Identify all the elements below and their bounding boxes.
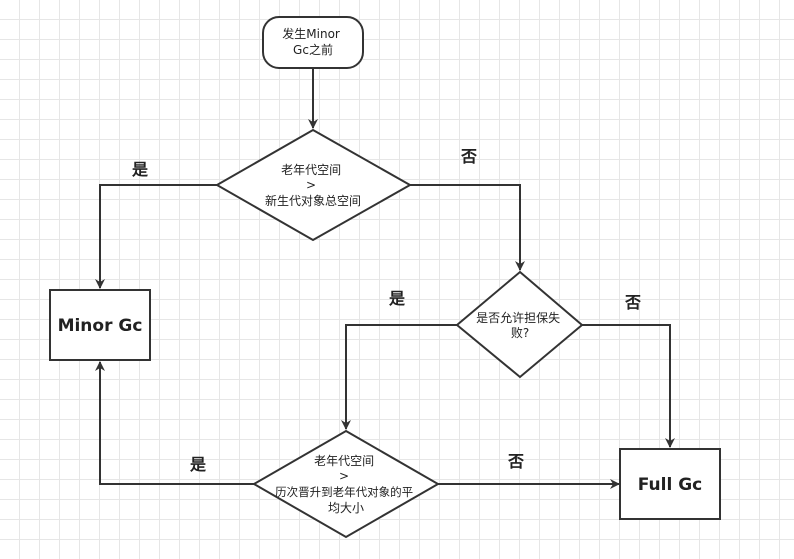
start-line-2: Gc之前 bbox=[293, 42, 333, 57]
start-line-1: 发生Minor bbox=[282, 26, 340, 41]
edge-decision1-yes-to-minor-gc bbox=[95, 184, 217, 289]
decision2-line-2: 败? bbox=[511, 325, 529, 340]
decision-3: 老年代空间 > 历次晋升到老年代对象的平 均大小 bbox=[251, 429, 441, 539]
svg-text:老年代空间 > 历次晋升到老年代对象: 老年代空间 > 历次晋升到老年代对象的平 均大小 bbox=[275, 454, 417, 515]
decision3-line-2: > bbox=[339, 469, 349, 483]
edge-label-d3-no: 否 bbox=[507, 452, 524, 471]
edge-label-d1-no: 否 bbox=[460, 147, 477, 166]
minor-gc-box: Minor Gc bbox=[49, 289, 151, 361]
decision2-line-1: 是否允许担保失 bbox=[476, 310, 560, 325]
edge-decision2-no-to-full-gc bbox=[582, 324, 675, 448]
edge-label-d2-yes: 是 bbox=[388, 289, 405, 308]
edge-label-d1-yes: 是 bbox=[131, 160, 148, 179]
edge-label-d3-yes: 是 bbox=[189, 455, 206, 474]
full-gc-box: Full Gc bbox=[619, 448, 721, 520]
decision1-line-1: 老年代空间 bbox=[281, 163, 341, 177]
decision3-line-3: 历次晋升到老年代对象的平 bbox=[275, 485, 413, 499]
decision3-line-4: 均大小 bbox=[328, 501, 364, 515]
full-gc-label: Full Gc bbox=[638, 475, 702, 495]
svg-text:老年代空间 > 新生代对象总空间: 老年代空间 > 新生代对象总空间 bbox=[265, 163, 361, 208]
edge-decision3-yes-to-minor-gc bbox=[95, 361, 254, 485]
minor-gc-label: Minor Gc bbox=[58, 316, 143, 336]
start-node: 发生Minor Gc之前 bbox=[262, 16, 364, 69]
decision-1: 老年代空间 > 新生代对象总空间 bbox=[214, 128, 413, 242]
edge-decision2-yes-to-decision3 bbox=[341, 324, 457, 430]
decision3-line-1: 老年代空间 bbox=[314, 454, 374, 468]
edge-label-d2-no: 否 bbox=[624, 293, 641, 312]
svg-text:发生Minor Gc之前: 发生Minor Gc之前 bbox=[282, 26, 343, 57]
svg-text:是否允许担保失 败?: 是否允许担保失 败? bbox=[476, 310, 564, 340]
decision1-line-2: > bbox=[306, 178, 316, 192]
decision-2: 是否允许担保失 败? bbox=[455, 270, 584, 379]
edge-decision1-no-to-decision2 bbox=[410, 184, 525, 271]
decision1-line-3: 新生代对象总空间 bbox=[265, 193, 361, 208]
